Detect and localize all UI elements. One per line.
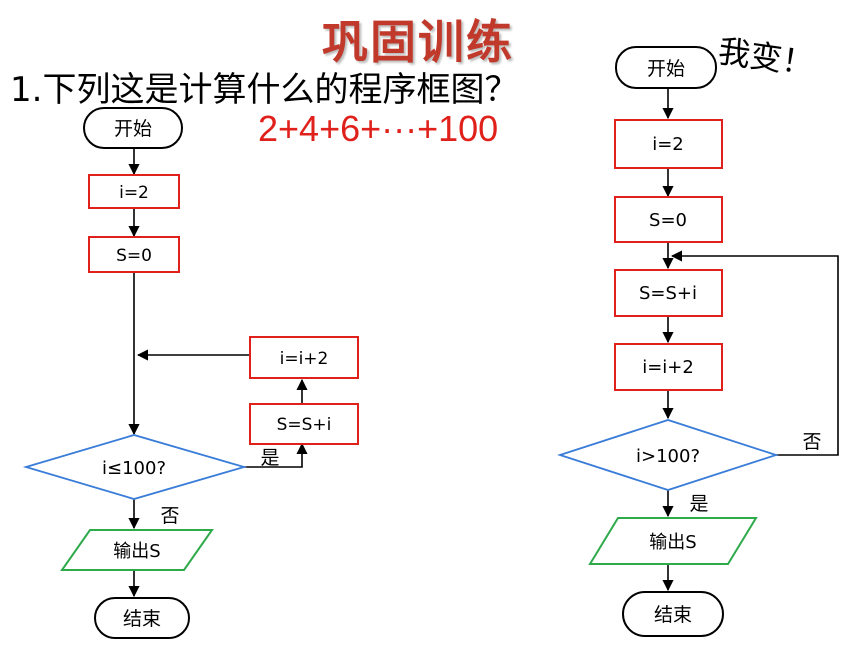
left-start-label: 开始 [114, 118, 152, 140]
right-output-label: 输出S [649, 532, 696, 553]
left-output-label: 输出S [113, 541, 160, 562]
left-yes-label: 是 [260, 447, 279, 469]
left-init-i-box [88, 174, 180, 209]
right-yes-label: 是 [689, 493, 708, 515]
left-arrow-yes-branch [244, 442, 308, 468]
right-end-label: 结束 [654, 604, 692, 626]
left-increment-label: i=i+2 [280, 349, 329, 369]
right-condition-label: i>100? [636, 446, 700, 467]
left-init-s-label: S=0 [116, 246, 152, 266]
left-increment-box [249, 336, 359, 379]
right-accumulate-box [614, 269, 723, 317]
left-init-i-label: i=2 [119, 183, 149, 203]
right-increment-box [614, 343, 723, 391]
left-no-label: 否 [160, 505, 179, 527]
left-end-label: 结束 [123, 608, 161, 630]
right-accumulate-label: S=S+i [639, 283, 697, 304]
left-condition-label: i≤100? [102, 458, 166, 479]
right-flowchart: 开始 i=2 S=0 S=S+i i=i+2 i>100? 否 是 输出S 结束 [557, 46, 839, 637]
left-flowchart: 开始 i=2 S=0 i=i+2 S=S+i i≤100? 是 否 输出S 结束 [22, 107, 359, 639]
answer-text: 2+4+6+···+100 [258, 108, 499, 149]
right-no-label: 否 [802, 431, 821, 453]
right-output-parallelogram [588, 517, 758, 565]
left-accumulate-box [249, 403, 359, 445]
right-start-terminal [615, 46, 717, 89]
left-end-terminal [94, 597, 190, 639]
left-condition-diamond [22, 434, 248, 500]
left-init-s-box [88, 236, 180, 273]
right-init-i-box [614, 119, 723, 169]
left-accumulate-label: S=S+i [277, 415, 332, 435]
right-end-terminal [622, 591, 724, 637]
right-arrow-no-loop-back [670, 250, 839, 456]
left-output-parallelogram [60, 529, 214, 571]
slide-title: 巩固训练 [322, 15, 514, 69]
right-init-i-label: i=2 [652, 134, 684, 155]
right-increment-label: i=i+2 [642, 357, 694, 378]
right-init-s-label: S=0 [649, 210, 687, 231]
question-text: 1.下列这是计算什么的程序框图？ [10, 70, 519, 110]
right-init-s-box [614, 196, 723, 243]
right-start-label: 开始 [647, 58, 685, 80]
right-condition-diamond [557, 419, 779, 491]
left-start-terminal [83, 107, 183, 149]
